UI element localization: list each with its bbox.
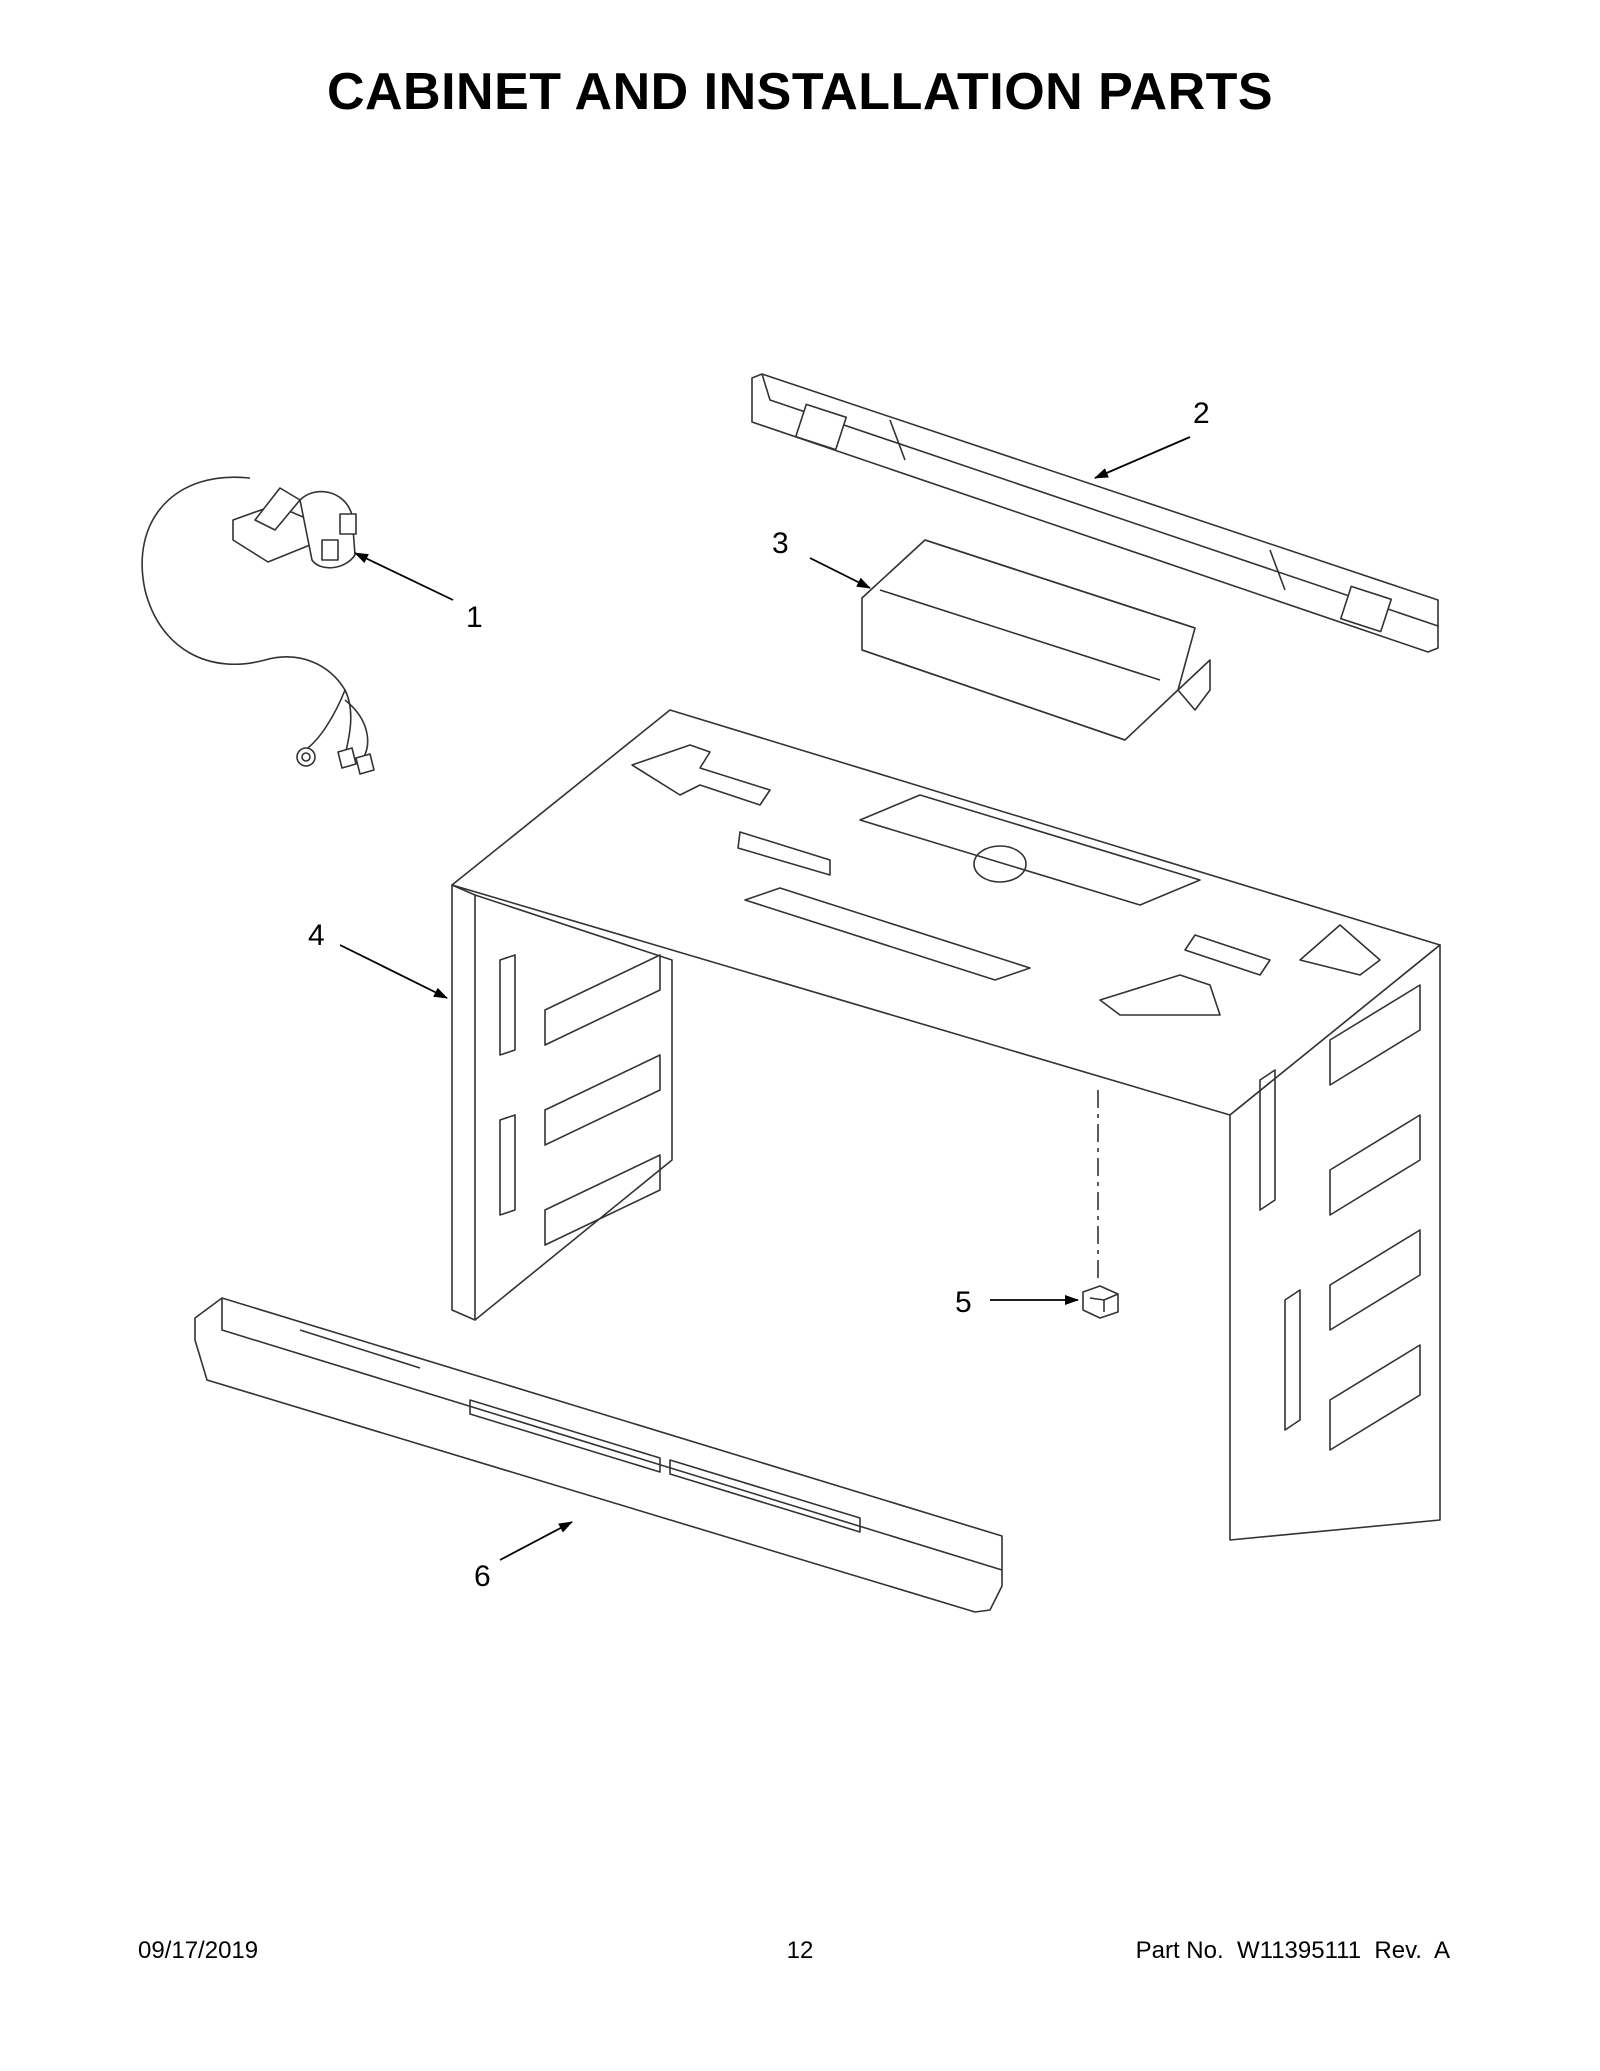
page-title: CABINET AND INSTALLATION PARTS <box>326 63 1274 121</box>
cabinet-part <box>451 709 1441 1541</box>
callout-4: 4 <box>308 919 325 952</box>
leader-arrow-3 <box>809 557 871 589</box>
leader-arrow-4 <box>339 944 448 999</box>
callout-3: 3 <box>772 527 789 560</box>
leader-arrow-2 <box>1094 436 1191 479</box>
footer-part-number: Part No. W11395111 Rev. A <box>1135 1937 1450 1964</box>
power-cord-part <box>141 476 375 775</box>
mounting-rail-part <box>751 373 1439 653</box>
leader-arrow-6 <box>499 1521 573 1561</box>
footer-date: 09/17/2019 <box>138 1937 259 1964</box>
bracket-part <box>861 539 1211 741</box>
callout-5: 5 <box>955 1286 972 1319</box>
vent-grille-part <box>194 1297 1003 1613</box>
switch-part <box>1082 1285 1119 1319</box>
footer-page-number: 12 <box>786 1937 814 1964</box>
leader-arrow-1 <box>354 552 454 601</box>
callout-1: 1 <box>466 601 483 634</box>
callout-6: 6 <box>474 1560 491 1593</box>
callout-2: 2 <box>1193 397 1210 430</box>
